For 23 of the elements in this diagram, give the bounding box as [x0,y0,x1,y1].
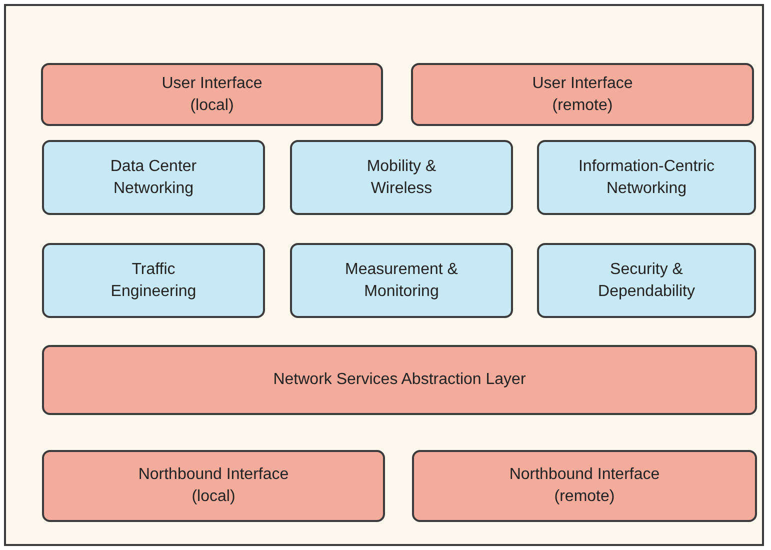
box-label: User Interface (remote) [531,74,634,116]
component-box [537,140,756,215]
box-label: Northbound Interface (remote) [508,465,661,507]
component-box [537,243,756,318]
component-box [42,243,265,318]
box-label: Security & Dependability [597,260,696,302]
component-box [411,63,754,126]
box-label: Traffic Engineering [110,260,198,302]
component-box [42,345,757,415]
box-label: Northbound Interface (local) [137,465,290,507]
box-label: Mobility & Wireless [366,156,438,198]
component-box [42,450,385,522]
box-label: Network Services Abstraction Layer [273,370,526,390]
box-label: User Interface (local) [160,74,264,116]
box-label: Data Center Networking [109,156,198,198]
component-box [41,63,383,126]
frame-box [4,4,764,546]
component-box [290,140,513,215]
component-box [412,450,757,522]
box-label: Information-Centric Networking [577,156,716,198]
box-label: Measurement & Monitoring [344,260,459,302]
component-box [290,243,513,318]
component-box [42,140,265,215]
